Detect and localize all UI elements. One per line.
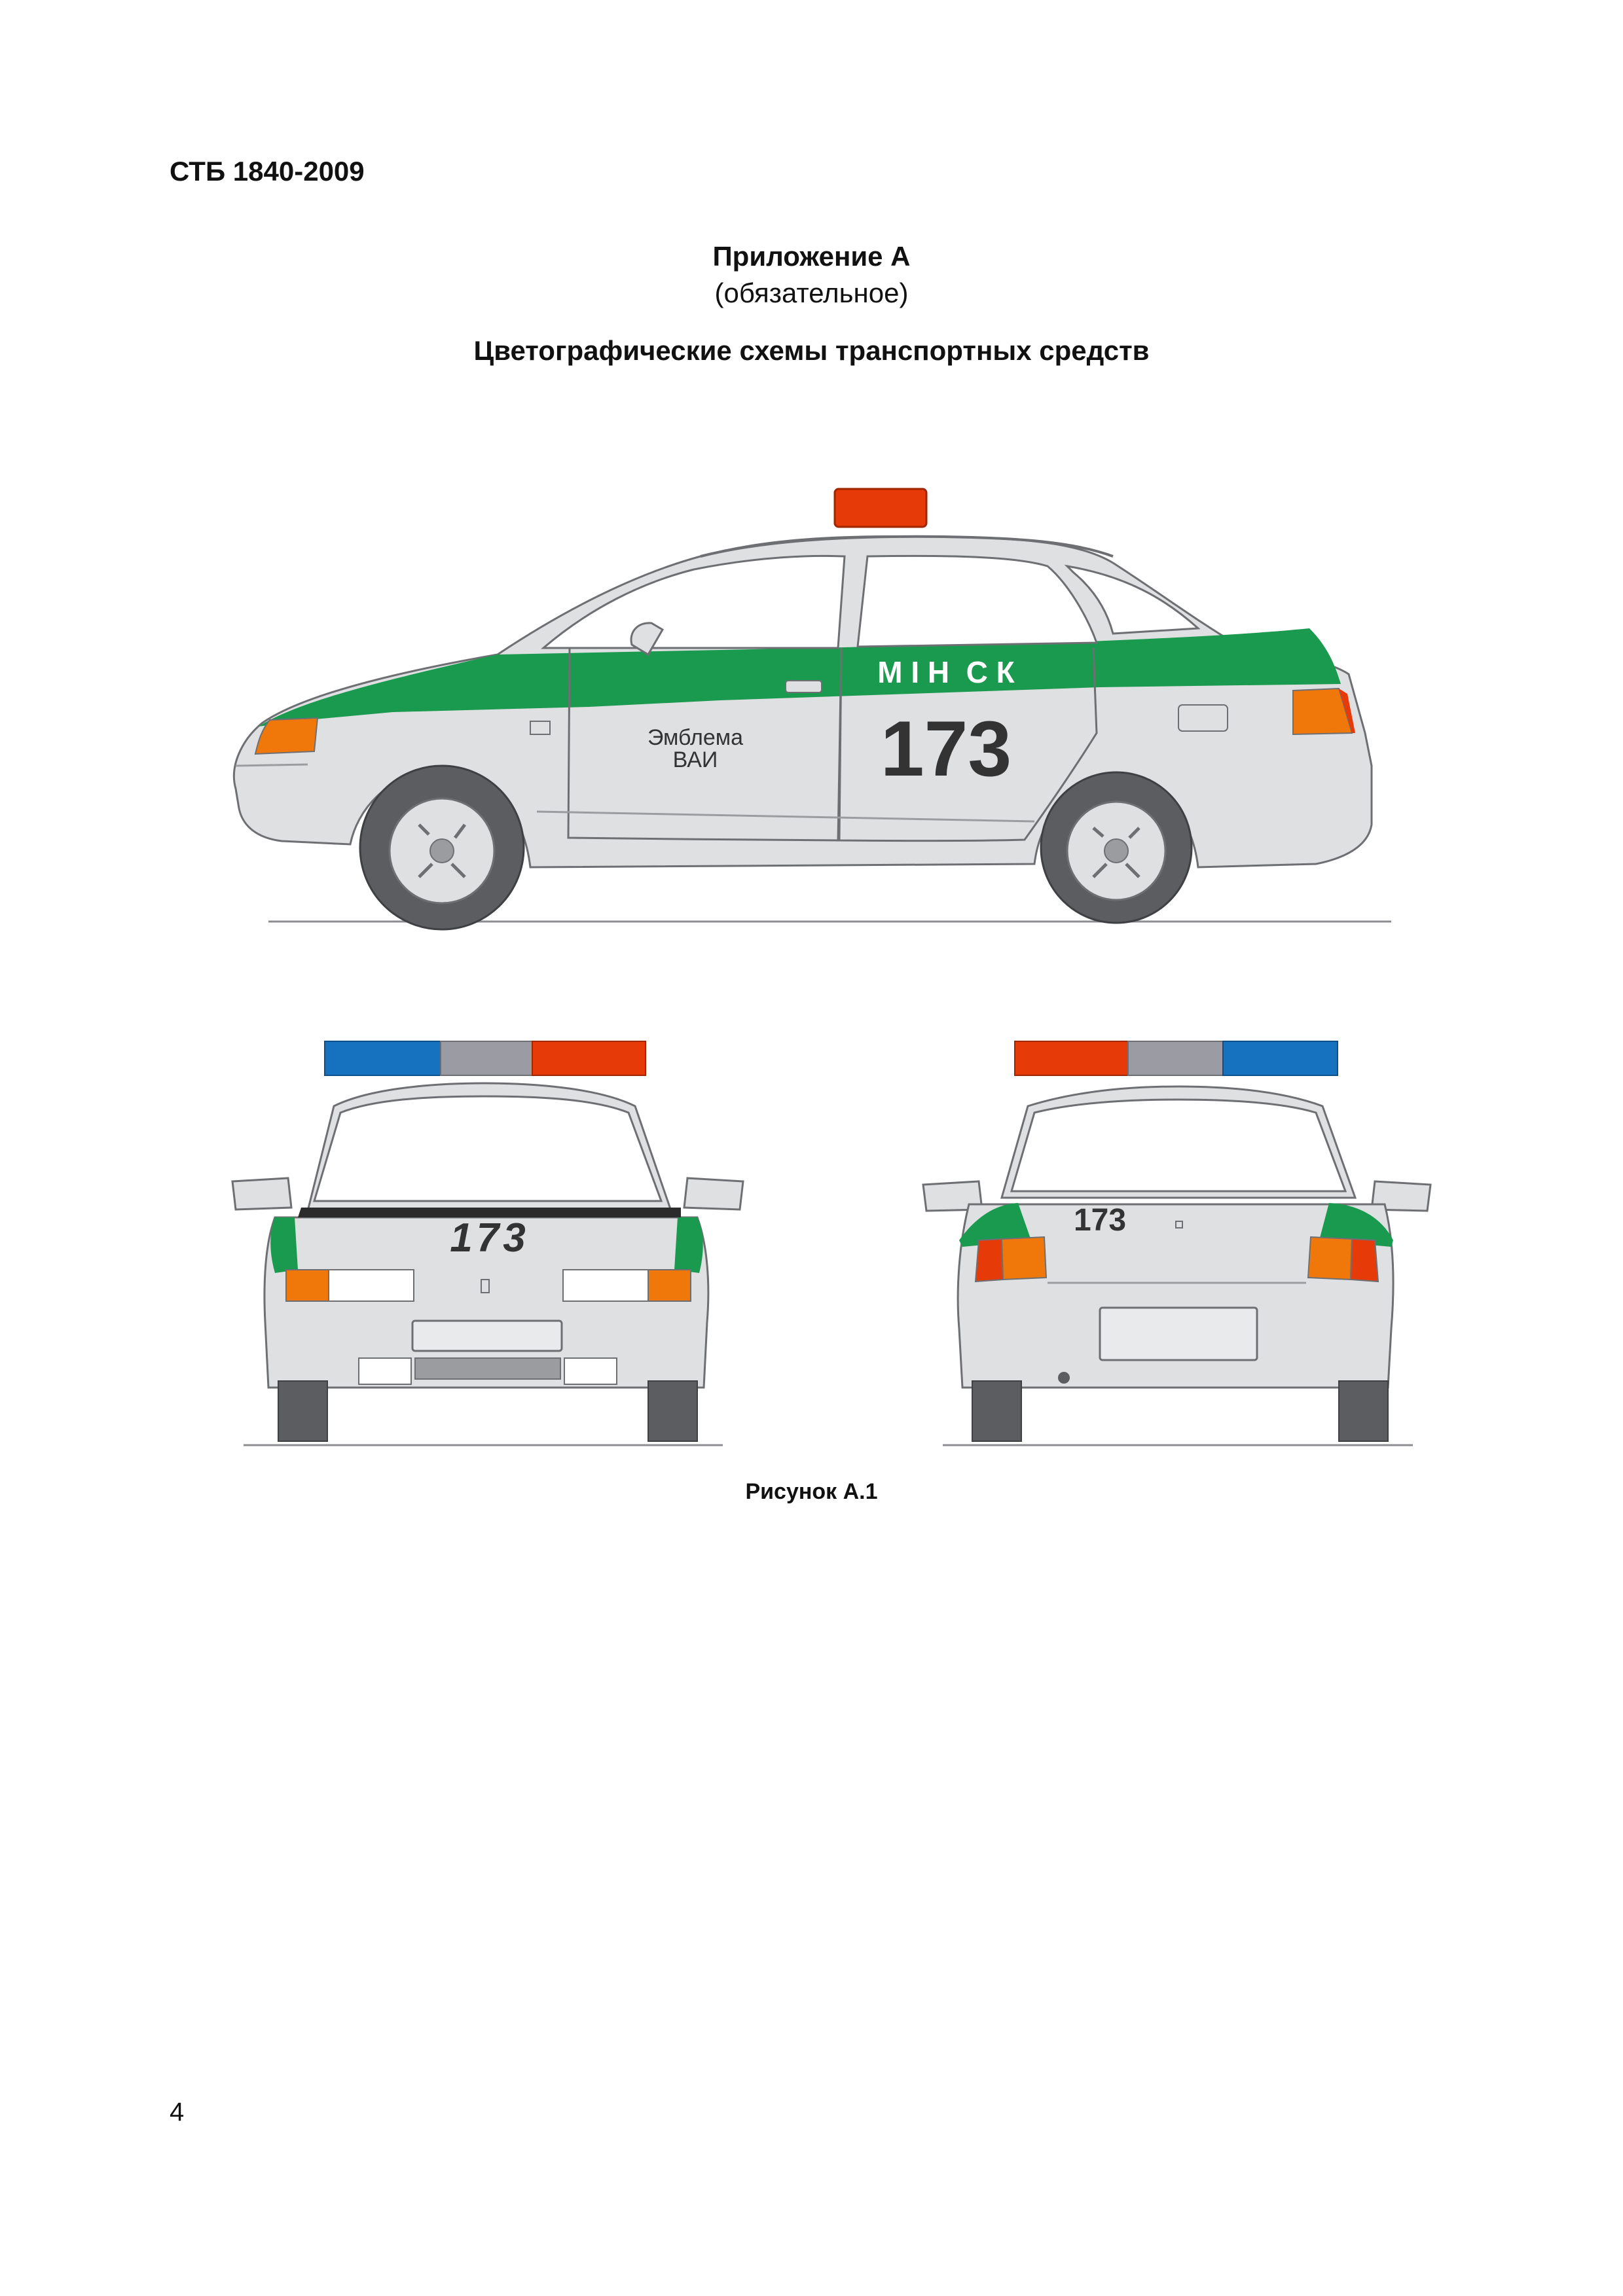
headlight-left (328, 1269, 414, 1302)
front-turn-right (647, 1269, 691, 1302)
figure-caption: Рисунок А.1 (745, 1479, 878, 1504)
rear-wheel (1040, 771, 1193, 924)
car-front-view: 173 (231, 1041, 744, 1446)
emblem-label-line2: ВАИ (673, 747, 718, 772)
roof-beacon-side (833, 488, 928, 528)
headlight-right (562, 1269, 649, 1302)
green-corner-rear-left (959, 1203, 1031, 1247)
window-rear-side (856, 554, 1099, 648)
front-door-outline (567, 647, 843, 842)
page-number: 4 (170, 2098, 185, 2126)
front-badge (481, 1279, 490, 1293)
green-corner-front-right (674, 1217, 703, 1273)
rear-plate (1099, 1306, 1258, 1361)
light-bar-front-red (532, 1041, 646, 1076)
roof-line-side (700, 535, 1114, 558)
car-side-view: М І Н С К Эмблема ВАИ 173 (232, 488, 1391, 931)
green-corner-rear-right (1319, 1203, 1393, 1247)
sill-line (536, 810, 1035, 823)
rear-window (1010, 1098, 1347, 1193)
car-rear-view: 173 (922, 1041, 1432, 1446)
tail-lamp-right-orange (1307, 1236, 1353, 1281)
tire-rear-right (1338, 1380, 1389, 1442)
rear-emblem (1175, 1221, 1183, 1229)
wiper-hood-strip (298, 1208, 681, 1217)
side-mirror (630, 622, 665, 656)
left-mirror-front (231, 1177, 293, 1211)
car-number-rear: 173 (1074, 1203, 1126, 1238)
window-quarter-side (1064, 564, 1201, 635)
tail-lamp-left-red (974, 1238, 1004, 1283)
section-title: Цветографические схемы транспортных сред… (473, 335, 1150, 366)
tire-front-left (278, 1380, 328, 1442)
city-label-minsk: М І Н С К (877, 655, 1015, 689)
annex-title: Приложение А (712, 241, 911, 272)
front-plate (411, 1319, 563, 1352)
front-turn-lamp-side (254, 717, 319, 755)
front-wheel (359, 764, 525, 931)
tire-rear-left (972, 1380, 1022, 1442)
annex-heading: Приложение А (обязательное) (0, 238, 1623, 312)
vehicle-color-scheme-figure: М І Н С К Эмблема ВАИ 173 (231, 488, 1432, 1446)
grille-right (564, 1357, 617, 1385)
side-repeater (530, 721, 551, 735)
emblem-label-line1: Эмблема (647, 725, 743, 750)
right-mirror-front (683, 1177, 744, 1211)
light-bar-front-blue (324, 1041, 441, 1076)
car-number-side: 173 (881, 705, 1012, 793)
grille-center (414, 1357, 561, 1380)
document-code: СТБ 1840-2009 (170, 156, 365, 187)
tow-hook (1058, 1372, 1070, 1384)
green-corner-front-left (270, 1217, 298, 1273)
light-bar-rear-gray (1127, 1041, 1224, 1076)
light-bar-front-gray (440, 1041, 533, 1076)
tail-lamp-left-orange (1000, 1236, 1048, 1281)
door-handle-front (785, 680, 822, 693)
rear-lamp-red-side (1339, 689, 1355, 733)
front-bumper-line (235, 763, 308, 767)
rear-door-outline (838, 647, 1098, 842)
light-bar-rear-red (1014, 1041, 1129, 1076)
body-front (263, 1216, 710, 1389)
front-turn-left (285, 1269, 329, 1302)
windshield (312, 1095, 663, 1202)
fuel-cap (1178, 704, 1228, 732)
right-mirror-rear (1370, 1180, 1432, 1212)
tail-lamp-right-red (1349, 1238, 1379, 1283)
car-number-front: 173 (450, 1215, 529, 1261)
green-stripe-side (259, 628, 1341, 726)
tire-front-right (647, 1380, 698, 1442)
light-bar-rear-blue (1222, 1041, 1338, 1076)
annex-status: (обязательное) (714, 278, 909, 308)
window-front-side (540, 554, 846, 649)
grille-left (358, 1357, 412, 1385)
